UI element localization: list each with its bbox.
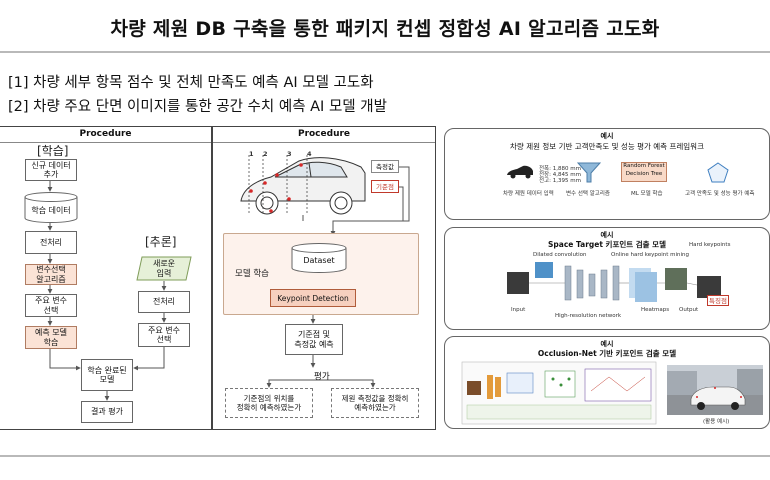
car-silhouette-image — [240, 155, 366, 215]
network-label: Heatmaps — [641, 307, 670, 313]
flow-arrows — [47, 181, 167, 401]
procedure-header-2: Procedure — [213, 127, 435, 143]
step-label: 차량 제원 데이터 입력 — [503, 191, 554, 197]
photo-caption: (활용 예시) — [703, 419, 730, 425]
example-header: 예시 — [600, 132, 614, 140]
trained-model-node: 학습 완료된 모델 — [81, 359, 133, 391]
procedure-panel-training: Procedure [학습] 신규 데이터 추가 학습 데이터 전처리 — [0, 126, 212, 430]
network-label: Output — [679, 307, 699, 313]
footer-divider — [0, 455, 770, 457]
keypoint-detection-node: Keypoint Detection — [270, 289, 356, 307]
dataset-node: Dataset — [291, 243, 347, 273]
preprocess-node: 전처리 — [25, 231, 77, 254]
procedure-header: Procedure — [0, 127, 211, 143]
page-title: 차량 제원 DB 구축을 통한 패키지 컨셉 정합성 AI 알고리즘 고도화 — [110, 18, 660, 40]
network-label: Dilated convolution — [533, 252, 587, 258]
example-subtitle: Occlusion-Net 기반 키포인트 검출 모델 — [537, 349, 677, 358]
reference-point-box: 기준점 — [371, 180, 399, 193]
result-evaluation-node: 결과 평가 — [81, 401, 133, 423]
step-label: 고객 만족도 및 성능 평가 예측 — [685, 191, 755, 197]
car-marker-1: 1 — [249, 150, 254, 158]
flow-arrows-2 — [266, 166, 410, 388]
step-label: ML 모델 학습 — [631, 191, 663, 197]
step-label: 변수 선택 알고리즘 — [566, 191, 610, 197]
spec-line: 전폭: 1,880 mm — [539, 166, 581, 172]
goal-2: [2] 차량 주요 단면 이미지를 통한 공간 수치 예측 AI 모델 개발 — [8, 99, 387, 115]
example-header: 예시 — [600, 231, 614, 239]
new-input-node: 새로운 입력 — [152, 259, 176, 278]
inference-preprocess-node: 전처리 — [138, 291, 190, 313]
training-label: [학습] — [37, 144, 69, 158]
title-divider — [0, 51, 770, 53]
prediction-node: 기준점 및 측정값 예측 — [285, 324, 343, 355]
training-db-label: 학습 데이터 — [31, 206, 71, 215]
new-input-node-shape — [136, 256, 192, 281]
training-db-node: 학습 데이터 — [24, 192, 78, 223]
model-training-label: 모델 학습 — [235, 269, 269, 279]
spec-line: 전고: 1,395 mm — [539, 178, 581, 184]
main-variables-node: 주요 변수 선택 — [25, 294, 77, 317]
network-label: Online hard keypoint mining — [611, 252, 690, 258]
example-card-2: 예시 Space Target 키포인트 검출 모델 Hard keypoint… — [444, 227, 770, 330]
car-marker-3: 3 — [287, 150, 292, 158]
pentagon-icon — [707, 162, 729, 183]
procedure-panel-keypoint: Procedure 1 2 3 4 측정값 기준점 — [212, 126, 436, 430]
goal-1: [1] 차량 세부 항목 점수 및 전체 만족도 예측 AI 모델 고도화 — [8, 75, 374, 91]
inference-variables-node: 주요 변수 선택 — [138, 323, 190, 347]
example-card-1: 예시 차량 제원 정보 기반 고객만족도 및 성능 평가 예측 프레임워크 전폭… — [444, 128, 770, 220]
car-marker-4: 4 — [307, 150, 312, 158]
spec-line: 전장: 4,845 mm — [539, 172, 581, 178]
network-label: Input — [511, 307, 526, 313]
evaluation-label: 평가 — [314, 372, 330, 382]
new-data-node: 신규 데이터 추가 — [25, 159, 77, 181]
dataset-label: Dataset — [303, 256, 335, 265]
example-subtitle: 차량 제원 정보 기반 고객만족도 및 성능 평가 예측 프레임워크 — [510, 142, 704, 151]
occlusion-net-diagram — [461, 361, 657, 425]
example-card-3: 예시 Occlusion-Net 기반 키포인트 검출 모델 (활용 예시) — [444, 336, 770, 429]
feature-point-box: 특징점 — [707, 295, 729, 306]
eval-criterion-2: 제원 측정값을 정확히 예측하였는가 — [331, 388, 419, 418]
random-forest-box: Random Forest Decision Tree — [621, 162, 667, 182]
funnel-icon — [577, 162, 601, 183]
network-diagram — [507, 262, 721, 302]
street-photo — [667, 365, 763, 415]
measure-value-box: 측정값 — [371, 160, 399, 173]
prediction-training-node: 예측 모델 학습 — [25, 326, 77, 349]
eval-criterion-1: 기준점의 위치를 정확히 예측하였는가 — [225, 388, 313, 418]
example-header: 예시 — [600, 340, 614, 348]
network-label: Hard keypoints — [689, 242, 731, 248]
network-label: High-resolution network — [555, 313, 622, 319]
example-subtitle: Space Target 키포인트 검출 모델 — [548, 240, 666, 249]
car-marker-2: 2 — [263, 150, 268, 158]
variable-selection-node: 변수선택 알고리즘 — [25, 264, 77, 285]
car-icon — [507, 165, 533, 179]
inference-label: [추론] — [145, 235, 177, 249]
